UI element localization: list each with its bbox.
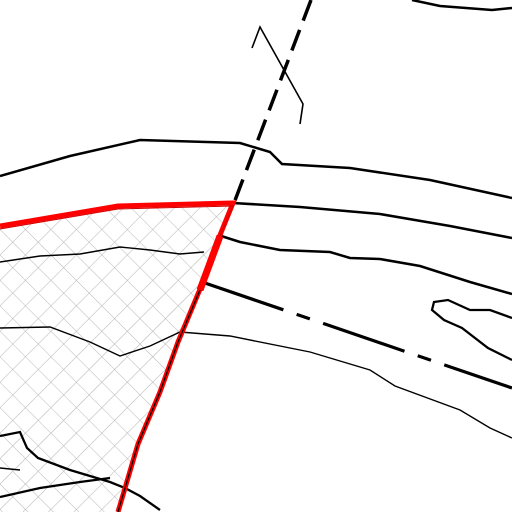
contour-line-lower-3 [0,467,21,471]
hatched-parcel-area[interactable] [0,203,233,512]
boundary-line-upper [0,138,512,200]
road-edge-line-1 [232,201,512,240]
break-symbol [251,25,304,125]
parcel-boundary-black-core [117,289,201,512]
contour-line-inner-2 [0,326,512,439]
dashed-axis-line-top [232,0,313,204]
dash-dot-centre-line [201,280,512,390]
contour-line-lower-2 [0,476,111,499]
parcel-boundary-red-thick [196,234,224,292]
contour-line-lower-1 [0,430,161,511]
contour-line-top [411,0,512,12]
island-contour [430,298,512,362]
road-edge-line-2 [217,233,512,296]
contour-line-inner-1 [0,246,205,263]
